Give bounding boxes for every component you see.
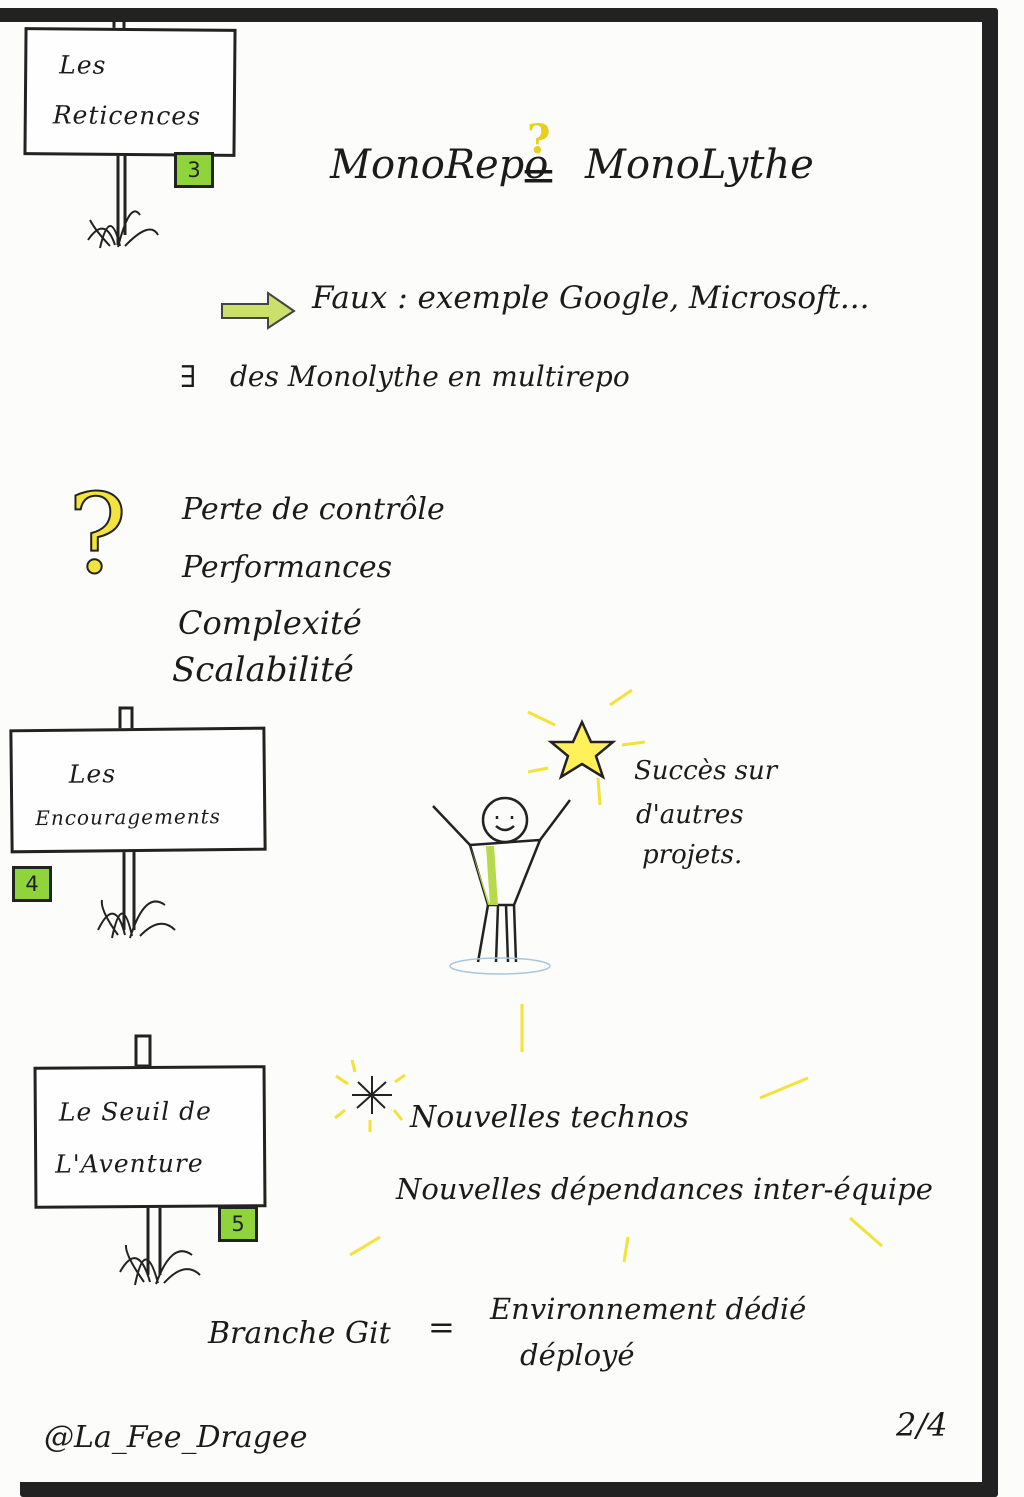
seuil-item2: Nouvelles dépendances inter-équipe — [396, 1172, 933, 1206]
footer-author: @La_Fee_Dragee — [44, 1420, 308, 1455]
star-icon — [527, 688, 646, 806]
sign-reticences-line1: Les — [59, 50, 107, 80]
concern-item: Perte de contrôle — [182, 492, 445, 527]
concern-item: Complexité — [178, 604, 362, 642]
frame-top-left-stub — [0, 8, 100, 22]
header-left: MonoRepo — [330, 142, 549, 188]
exists-text: des Monolythe en multirepo — [230, 360, 630, 393]
sign-reticences: Les Reticences — [23, 27, 237, 157]
sign-reticences-line2: Reticences — [52, 100, 202, 131]
concerns-question-mark: ? — [67, 469, 128, 599]
footer-page: 2/4 — [896, 1406, 948, 1444]
header-right: MonoLythe — [585, 142, 814, 188]
sign-encouragements-tag: 4 — [12, 866, 52, 902]
signpost-reticences-icon — [87, 12, 159, 249]
branch-right2: déployé — [520, 1338, 635, 1372]
concern-item: Scalabilité — [172, 650, 354, 690]
sparkle-icon — [334, 1059, 406, 1132]
stick-figure-icon — [432, 796, 571, 975]
yellow-accent-strokes — [349, 1004, 883, 1263]
header-question: ? — [527, 116, 551, 163]
success-line3: projets. — [642, 840, 743, 870]
exists-symbol: ∃ — [180, 360, 197, 395]
branch-left: Branche Git — [208, 1316, 391, 1351]
sign-seuil-line1: Le Seuil de — [58, 1096, 213, 1127]
sign-reticences-tag: 3 — [174, 152, 214, 188]
header-monolythe: MonoLythe — [585, 142, 814, 188]
success-line2: d'autres — [636, 800, 744, 830]
header-equals: = — [520, 150, 557, 201]
sign-encouragements-line2: Encouragements — [35, 804, 222, 831]
arrow-right-icon — [221, 291, 296, 330]
branch-equals: = — [428, 1308, 455, 1346]
arrow-text: Faux : exemple Google, Microsoft... — [312, 280, 870, 316]
success-line1: Succès sur — [634, 756, 778, 786]
branch-right1: Environnement dédié — [490, 1292, 807, 1326]
sign-encouragements-line1: Les — [68, 759, 117, 789]
concern-item: Performances — [182, 550, 393, 585]
sign-encouragements: Les Encouragements — [9, 726, 267, 854]
seuil-item1: Nouvelles technos — [410, 1100, 689, 1135]
sign-seuil: Le Seuil de L'Aventure — [33, 1065, 267, 1209]
sign-seuil-tag: 5 — [218, 1206, 258, 1242]
sign-seuil-line2: L'Aventure — [55, 1148, 204, 1179]
header-monorepo: MonoRepo — [330, 142, 548, 188]
